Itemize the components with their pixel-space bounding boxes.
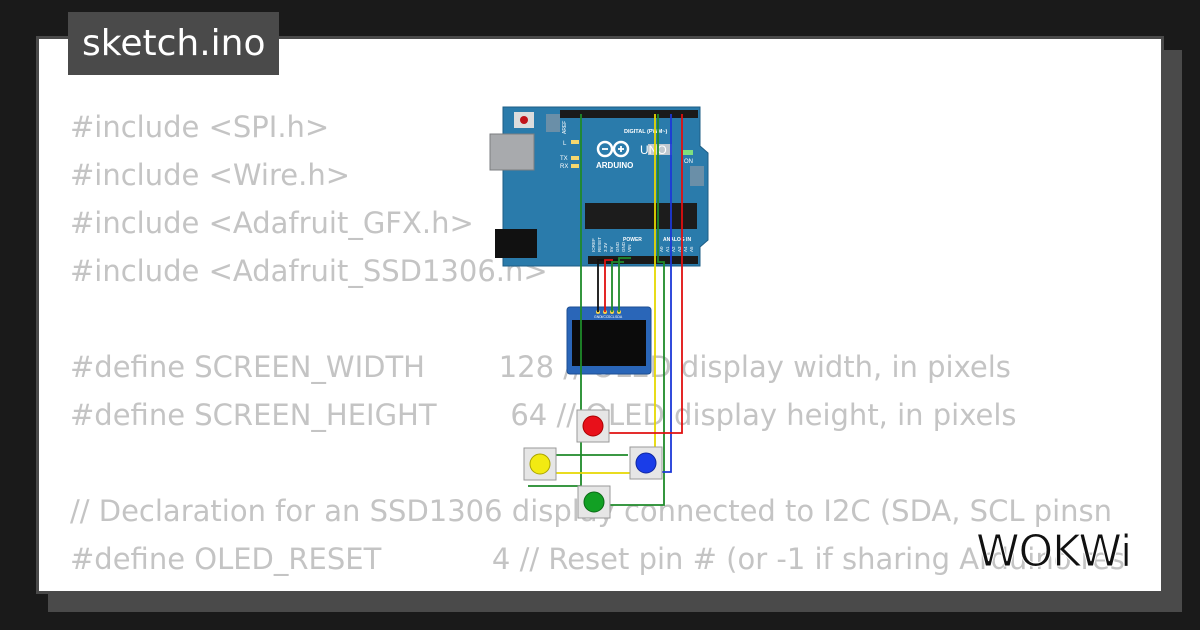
button-red-cap bbox=[582, 415, 604, 437]
pin-label-a0: A0 bbox=[659, 246, 664, 252]
wokwi-logo: WOKWi bbox=[976, 526, 1133, 578]
label-analog: ANALOG IN bbox=[663, 237, 691, 243]
pin-label-gnd2: GND bbox=[621, 241, 626, 252]
oled-pin-sda: SDA bbox=[615, 315, 623, 319]
oled-pin-gnd: GND bbox=[594, 315, 602, 319]
label-on: ON bbox=[684, 159, 693, 165]
wire-oled-vcc bbox=[604, 259, 613, 312]
label-l: L bbox=[563, 141, 567, 147]
crystal bbox=[648, 144, 672, 155]
pin-label-3v3: 3.3V bbox=[603, 243, 608, 252]
wire-red bbox=[609, 114, 683, 434]
power-analog-header bbox=[588, 256, 698, 264]
pin-label-a3: A3 bbox=[677, 246, 682, 252]
board-model: UNO bbox=[640, 143, 667, 157]
button-green[interactable] bbox=[577, 485, 611, 519]
pin-label-a2: A2 bbox=[671, 246, 676, 252]
button-yellow[interactable] bbox=[523, 447, 557, 481]
icsp-header-top bbox=[546, 114, 560, 132]
code-line: Adafruit_SSD1306 display(SCREEN_WIDTH, S… bbox=[70, 583, 1161, 591]
led-l-icon bbox=[571, 140, 579, 144]
pin-label-vin: VIN bbox=[627, 244, 632, 252]
label-rx: RX bbox=[560, 164, 568, 170]
arduino-logo-icon bbox=[596, 140, 630, 158]
button-blue-cap bbox=[635, 452, 657, 474]
oled-pin-vcc: VCC bbox=[601, 315, 609, 319]
wire-oled-sda bbox=[618, 257, 631, 312]
code-background: #include <SPI.h> #include <Wire.h> #includ… bbox=[70, 103, 1161, 591]
wire-oled-scl bbox=[611, 261, 624, 312]
button-blue[interactable] bbox=[629, 446, 663, 480]
board-brand: ARDUINO bbox=[596, 161, 633, 170]
wire-blue bbox=[660, 114, 672, 473]
button-red[interactable] bbox=[576, 409, 610, 443]
code-line: #include <SPI.h> bbox=[70, 110, 330, 144]
code-line: // Declaration for an SSD1306 display co… bbox=[70, 494, 1113, 528]
digital-header bbox=[560, 110, 698, 118]
label-aref: AREF bbox=[562, 121, 568, 134]
icsp-header-right bbox=[690, 166, 704, 186]
arduino-uno-board[interactable]: ARDUINO UNO DIGITAL (PWM~) POWER ANALOG … bbox=[489, 106, 709, 267]
oled-screen bbox=[572, 320, 646, 366]
label-digital: DIGITAL (PWM~) bbox=[624, 129, 668, 135]
code-line: #include <Adafruit_SSD1306.h> bbox=[70, 254, 548, 288]
pin-label-reset: RESET bbox=[597, 237, 602, 252]
led-tx-icon bbox=[571, 156, 579, 160]
led-on-icon bbox=[683, 150, 693, 155]
reset-button[interactable] bbox=[520, 116, 528, 124]
pin-label-ioref: IOREF bbox=[591, 238, 596, 252]
pin-label-gnd1: GND bbox=[615, 241, 620, 252]
power-jack bbox=[495, 229, 537, 258]
pin-label-a5: A5 bbox=[689, 246, 694, 252]
usb-port bbox=[489, 133, 535, 171]
code-line: #include <Wire.h> bbox=[70, 158, 351, 192]
label-tx: TX bbox=[560, 156, 568, 162]
button-green-cap bbox=[583, 491, 605, 513]
wokwi-logo-text: WOKWi bbox=[976, 526, 1131, 577]
led-rx-icon bbox=[571, 164, 579, 168]
atmega-chip bbox=[585, 203, 697, 229]
pin-label-a4: A4 bbox=[683, 246, 688, 252]
filename-tab: sketch.ino bbox=[68, 12, 280, 75]
code-line: #define OLED_RESET 4 // Reset pin # (or … bbox=[70, 542, 1125, 576]
pin-label-a1: A1 bbox=[665, 246, 670, 252]
oled-pin-scl: SCL bbox=[608, 315, 615, 319]
wire-oled-gnd bbox=[597, 259, 619, 312]
wire-green-button bbox=[610, 114, 665, 506]
button-yellow-cap bbox=[529, 453, 551, 475]
pin-label-5v: 5V bbox=[609, 246, 614, 252]
code-line: #include <Adafruit_GFX.h> bbox=[70, 206, 474, 240]
label-power: POWER bbox=[623, 237, 642, 243]
oled-display[interactable]: GND VCC SCL SDA bbox=[566, 306, 652, 375]
